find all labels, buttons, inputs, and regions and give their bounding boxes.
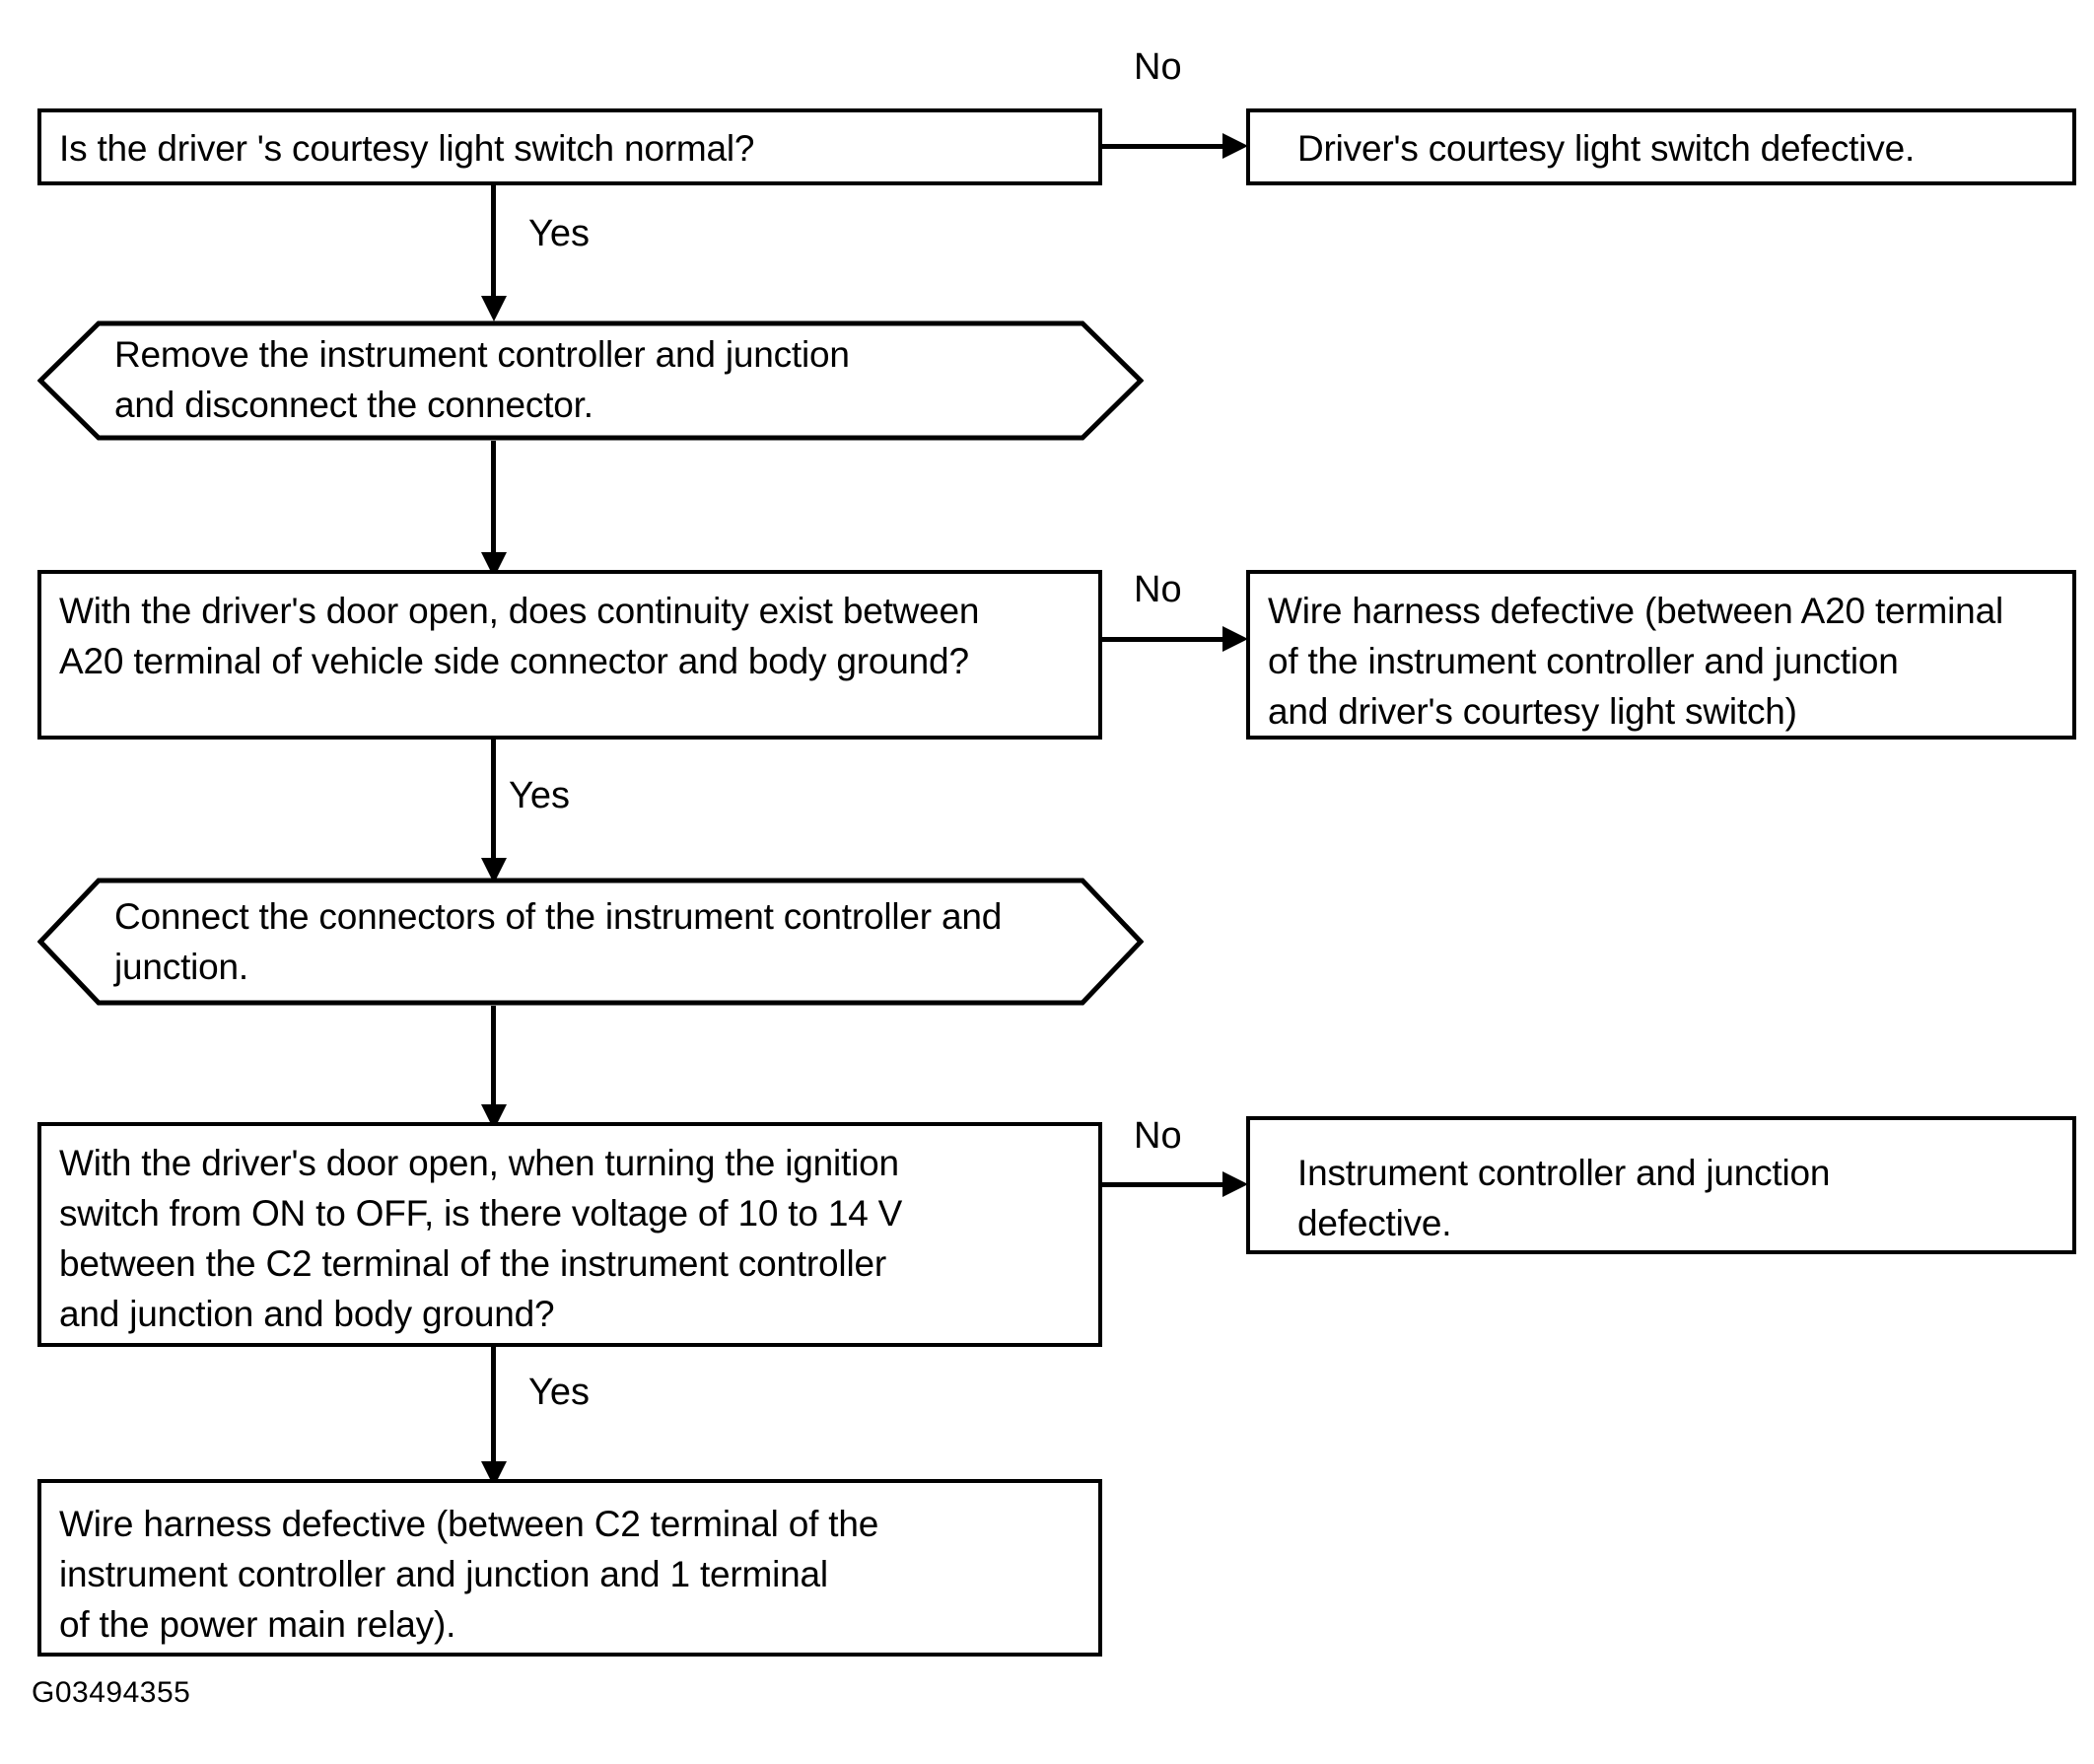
process-box-remove-controller: Remove the instrument controller and jun… (37, 320, 1144, 441)
connector-q3-yes-line (491, 1347, 496, 1469)
connector-q2-no-line (1102, 637, 1224, 642)
result-box-wire-harness-a20-defective-text: Wire harness defective (between A20 term… (1268, 591, 2003, 732)
connector-q1-no-line (1102, 144, 1224, 149)
decision-box-c2-voltage: With the driver's door open, when turnin… (37, 1122, 1102, 1347)
connector-action2-to-q3-line (491, 1006, 496, 1114)
connector-action1-to-q2-line (491, 441, 496, 561)
edge-label-q1-no: No (1134, 46, 1182, 88)
connector-q2-no-arrowhead (1222, 626, 1248, 652)
edge-label-q2-no: No (1134, 569, 1182, 610)
decision-box-courtesy-switch-normal-text: Is the driver 's courtesy light switch n… (59, 128, 755, 169)
figure-id-label: G03494355 (32, 1676, 191, 1709)
connector-q2-yes-line (491, 740, 496, 865)
result-box-courtesy-switch-defective: Driver's courtesy light switch defective… (1246, 108, 2076, 185)
result-box-courtesy-switch-defective-text: Driver's courtesy light switch defective… (1297, 128, 1916, 169)
process-box-remove-controller-text: Remove the instrument controller and jun… (114, 334, 850, 425)
result-box-instrument-controller-defective-text: Instrument controller and junction defec… (1297, 1153, 1831, 1243)
edge-label-q3-no: No (1134, 1115, 1182, 1157)
decision-box-c2-voltage-text: With the driver's door open, when turnin… (59, 1143, 903, 1334)
process-box-connect-connectors: Connect the connectors of the instrument… (37, 878, 1144, 1006)
process-box-connect-connectors-text: Connect the connectors of the instrument… (114, 896, 1003, 987)
decision-box-courtesy-switch-normal: Is the driver 's courtesy light switch n… (37, 108, 1102, 185)
decision-box-a20-continuity-text: With the driver's door open, does contin… (59, 591, 980, 681)
connector-q1-yes-line (491, 185, 496, 304)
decision-box-a20-continuity: With the driver's door open, does contin… (37, 570, 1102, 740)
result-box-wire-harness-a20-defective: Wire harness defective (between A20 term… (1246, 570, 2076, 740)
edge-label-q3-yes: Yes (528, 1372, 590, 1413)
connector-q3-no-arrowhead (1222, 1171, 1248, 1197)
edge-label-q1-yes: Yes (528, 213, 590, 254)
connector-q1-yes-arrowhead (481, 296, 507, 321)
result-box-instrument-controller-defective: Instrument controller and junction defec… (1246, 1116, 2076, 1254)
connector-q3-no-line (1102, 1182, 1224, 1187)
result-box-wire-harness-c2-defective: Wire harness defective (between C2 termi… (37, 1479, 1102, 1657)
edge-label-q2-yes: Yes (509, 775, 570, 816)
result-box-wire-harness-c2-defective-text: Wire harness defective (between C2 termi… (59, 1504, 879, 1645)
connector-q1-no-arrowhead (1222, 133, 1248, 159)
